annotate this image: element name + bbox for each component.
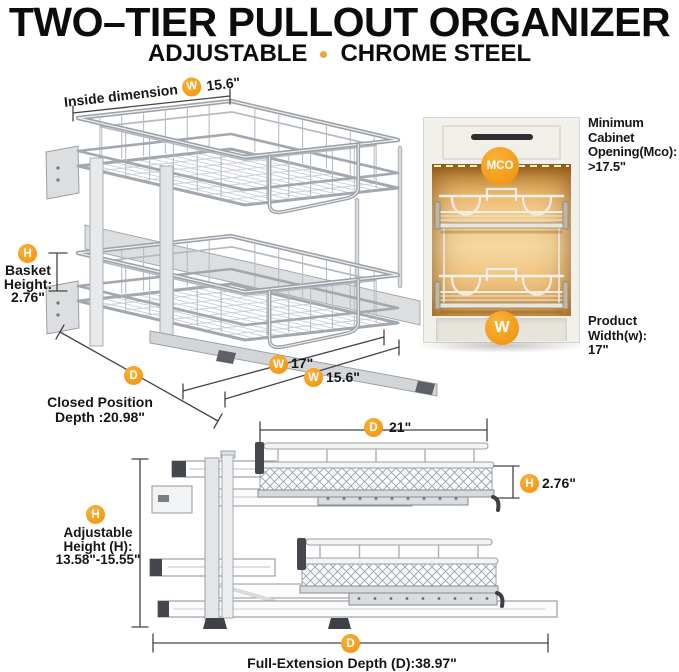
extended-basket-height-value: 2.76": [542, 475, 576, 491]
organizer-in-cabinet: [434, 187, 569, 314]
width-badge: W: [181, 76, 203, 98]
cabinet-drawer: [442, 125, 561, 160]
adjustable-height-annotation: Adjustable Height (H): 13.58"-15.55": [55, 525, 141, 567]
depth-badge: D: [341, 634, 360, 653]
basket-height-annotation: Basket Height: 2.76": [3, 262, 53, 305]
full-extension-annotation: Full-Extension Depth (D):38.97": [247, 655, 457, 671]
slide-depth-value: 21": [389, 419, 412, 435]
cabinet-opening: [432, 164, 571, 316]
width-badge: W: [304, 368, 323, 387]
closed-depth-annotation: Closed Position Depth :20.98": [47, 394, 153, 425]
height-badge: H: [86, 505, 105, 524]
width-badge: W: [485, 311, 519, 345]
subtitle-right: CHROME STEEL: [340, 40, 532, 67]
inside-dimension-value: 15.6": [205, 73, 242, 94]
page-subtitle: ADJUSTABLE CHROME STEEL: [0, 42, 679, 66]
extended-view-art: [149, 442, 558, 629]
height-badge: H: [18, 244, 37, 263]
depth-badge: D: [364, 418, 383, 437]
depth-badge: D: [124, 366, 143, 385]
inner-width-value: 15.6": [326, 369, 360, 385]
page-title: TWO–TIER PULLOUT ORGANIZER: [8, 0, 671, 45]
outer-width-value: 17": [291, 355, 314, 371]
subtitle-left: ADJUSTABLE: [147, 40, 308, 67]
product-width-annotation: Product Width(w): 17": [588, 313, 648, 357]
closed-view-art: [45, 98, 438, 397]
subtitle-separator-dot: [320, 50, 328, 58]
drawer-handle: [470, 134, 533, 140]
cabinet-illustration: [414, 117, 589, 353]
min-cabinet-opening-annotation: Minimum Cabinet Opening(Mco): >17.5": [588, 115, 678, 174]
width-badge: W: [269, 355, 288, 374]
mco-badge: MCO: [481, 147, 519, 185]
height-badge: H: [520, 474, 539, 493]
